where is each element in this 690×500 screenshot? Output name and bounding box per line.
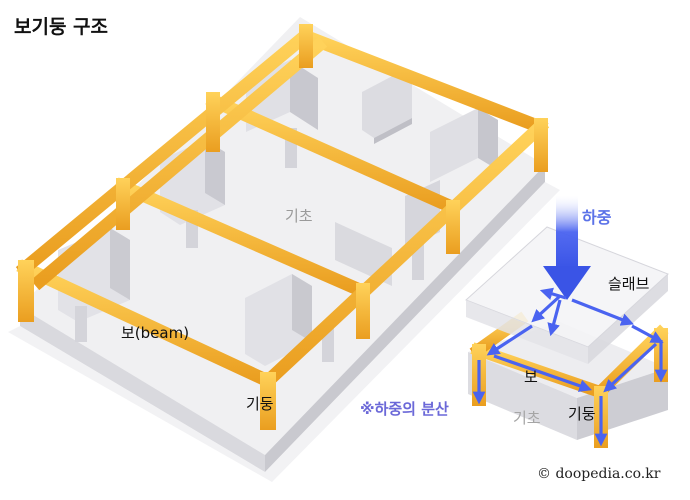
beam-right-edge — [258, 117, 550, 391]
beam-left-edge — [15, 26, 315, 278]
page-title: 보기둥 구조 — [14, 16, 109, 38]
column — [356, 283, 370, 339]
column — [299, 24, 313, 68]
beam-ridge-2 — [113, 177, 371, 300]
copyright-text: © doopedia.co.kr — [537, 466, 661, 482]
column — [206, 92, 220, 152]
column — [534, 118, 548, 172]
column — [260, 372, 276, 430]
beam-back-edge — [296, 27, 549, 136]
beam-front-edge — [16, 259, 277, 390]
main-columns — [18, 24, 548, 430]
main-beam-frame — [15, 26, 550, 391]
distribution-arrows — [472, 287, 668, 447]
label-beam-small: 보 — [524, 368, 538, 386]
main-foundation-slab — [8, 17, 560, 482]
beam-ridge-1 — [205, 92, 463, 217]
label-foundation-main: 기초 — [285, 207, 313, 225]
load-arrow — [543, 196, 591, 300]
beam-mid-left — [30, 36, 328, 291]
label-slab: 슬래브 — [608, 275, 650, 293]
label-beam-main: 보(beam) — [121, 324, 190, 342]
label-load: 하중 — [582, 208, 612, 227]
column — [18, 260, 34, 322]
label-foundation-small: 기초 — [513, 409, 541, 427]
label-column-small: 기둥 — [568, 405, 596, 423]
label-load-distribution: ※하중의 분산 — [360, 400, 449, 418]
column — [116, 178, 130, 230]
column — [446, 200, 460, 254]
label-column-main: 기둥 — [246, 395, 274, 413]
